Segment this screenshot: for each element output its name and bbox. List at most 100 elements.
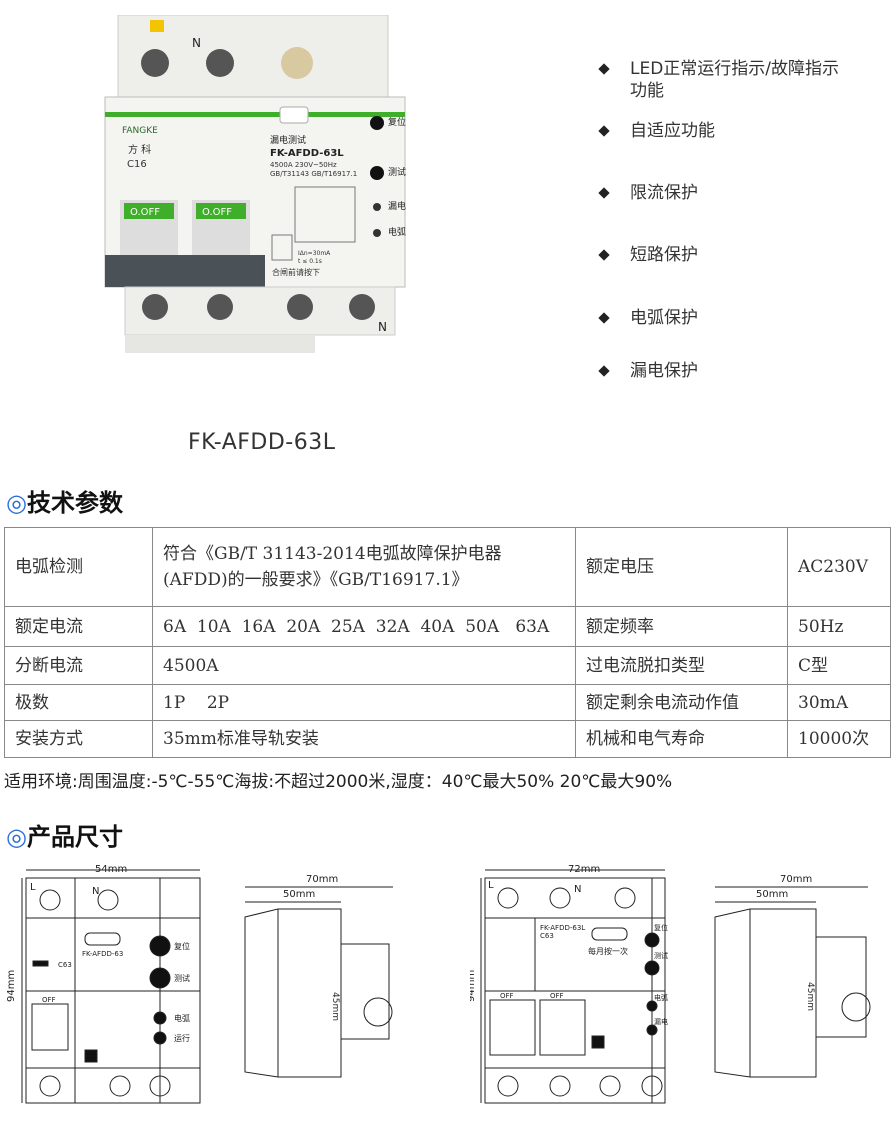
terminal-l: L [488, 880, 494, 891]
table-cell: 额定电流 [4, 606, 153, 647]
diamond-bullet-icon [598, 63, 610, 75]
dim-width: 54mm [95, 864, 127, 875]
terminal-n: N [574, 884, 581, 895]
table-cell: 30mA [787, 684, 891, 721]
table-cell: 分断电流 [4, 646, 153, 685]
table-cell: 机械和电气寿命 [575, 720, 788, 758]
table-row: 电弧检测符合《GB/T 31143-2014电弧故障保护电器(AFDD)的一般要… [4, 527, 891, 607]
brand-cn: 方 科 [128, 143, 151, 156]
device-spec-2: GB/T31143 GB/T16917.1 [270, 170, 357, 178]
feature-item: LED正常运行指示/故障指示功能 [598, 58, 840, 102]
dim-depth: 70mm [780, 874, 812, 885]
section-heading-dimensions: ◎产品尺寸 [6, 817, 123, 852]
arc-label: 电弧 [174, 1013, 190, 1023]
table-cell: 电弧检测 [4, 527, 153, 607]
dim-width: 72mm [568, 864, 600, 875]
feature-item: 限流保护 [598, 182, 698, 204]
dim-rail: 45mm [805, 982, 815, 1011]
terminal-n: N [92, 886, 99, 897]
ring-icon: ◎ [6, 489, 27, 517]
table-cell: 极数 [4, 684, 153, 721]
terminal-l: L [30, 882, 36, 893]
terminal-n-label: N [192, 36, 201, 50]
leak-led-label: 漏电 [388, 200, 406, 212]
diamond-bullet-icon [598, 125, 610, 137]
table-cell: 过电流脱扣类型 [575, 646, 788, 685]
section-title: 产品尺寸 [26, 823, 123, 851]
feature-text: 漏电保护 [630, 361, 698, 381]
feature-text: LED正常运行指示/故障指示功能 [630, 59, 840, 101]
device-spec-1: 4500A 230V~50Hz [270, 161, 337, 169]
product-caption: FK-AFDD-63L [188, 430, 336, 455]
brand-logo: FANGKE [122, 126, 158, 136]
table-cell: 35mm标准导轨安装 [152, 720, 576, 758]
off-label-1: OFF [500, 992, 514, 1000]
leak-label: 漏电 [654, 1017, 668, 1026]
reset-label: 复位 [174, 941, 190, 951]
diamond-bullet-icon [598, 249, 610, 261]
table-cell: 50Hz [787, 606, 891, 647]
test-label: 测试 [388, 166, 406, 178]
handle-off-label-2: O.OFF [202, 207, 232, 218]
section-heading-specs: ◎技术参数 [6, 483, 123, 518]
terminal-n-bottom-label: N [378, 320, 387, 334]
arc-led-label: 电弧 [388, 226, 406, 238]
feature-item: 自适应功能 [598, 120, 715, 142]
diamond-bullet-icon [598, 365, 610, 377]
dim-height: 94mm [6, 970, 17, 1002]
feature-text: 短路保护 [630, 245, 698, 265]
dim-body: 50mm [283, 889, 315, 900]
table-cell: C型 [787, 646, 891, 685]
off-label: OFF [42, 996, 56, 1004]
rating-label: C16 [127, 159, 147, 170]
reset-label: 复位 [388, 116, 406, 128]
rating-label: C63 [58, 961, 72, 969]
model-label: FK-AFDD-63L [540, 924, 585, 932]
feature-item: 短路保护 [598, 244, 698, 266]
side-view-drawing-2: 70mm 50mm 45mm [714, 874, 871, 1078]
reset-label: 复位 [654, 923, 668, 932]
table-cell: 1P 2P [152, 684, 576, 721]
table-cell: 4500A [152, 646, 576, 685]
model-label: FK-AFDD-63 [82, 950, 123, 958]
handle-off-label-1: O.OFF [130, 207, 160, 218]
table-cell: 额定频率 [575, 606, 788, 647]
spec-table: 电弧检测符合《GB/T 31143-2014电弧故障保护电器(AFDD)的一般要… [4, 527, 891, 758]
test-label: 测试 [654, 951, 668, 960]
table-cell: 10000次 [787, 720, 891, 758]
device-leak: IΔn=30mA [298, 250, 331, 257]
off-label-2: OFF [550, 992, 564, 1000]
front-view-drawing-2p: 72mm 94mm L N FK-AFDD-63L C63 每月按一次 复位 测… [470, 864, 668, 1104]
feature-text: 限流保护 [630, 183, 698, 203]
close-hint: 合闸前请按下 [272, 267, 320, 277]
feature-item: 漏电保护 [598, 360, 698, 382]
table-cell: 6A 10A 16A 20A 25A 32A 40A 50A 63A [152, 606, 576, 647]
table-cell: 额定电压 [575, 527, 788, 607]
dim-depth: 70mm [306, 874, 338, 885]
dim-height: 94mm [470, 970, 477, 1002]
feature-text: 自适应功能 [630, 121, 715, 141]
device-time: t ≤ 0.1s [298, 258, 322, 265]
ring-icon: ◎ [6, 823, 27, 851]
table-cell: 安装方式 [4, 720, 153, 758]
table-cell: 额定剩余电流动作值 [575, 684, 788, 721]
feature-item: 电弧保护 [598, 307, 698, 329]
arc-label: 电弧 [654, 993, 668, 1002]
feature-text: 电弧保护 [630, 308, 698, 328]
run-label: 运行 [174, 1033, 190, 1043]
product-photo: N FANGKE 方 科 C16 O.OFF O.OFF 漏电测试 FK-AFD… [104, 15, 406, 353]
front-view-drawing-1p: 54mm 94mm L N FK-AFDD-63 C63 复位 测试 电弧 运行… [6, 864, 201, 1104]
table-cell: AC230V [787, 527, 891, 607]
device-model: FK-AFDD-63L [270, 148, 344, 159]
device-name: 漏电测试 [270, 134, 306, 146]
table-cell: 符合《GB/T 31143-2014电弧故障保护电器(AFDD)的一般要求》《G… [152, 527, 576, 607]
section-title: 技术参数 [26, 489, 123, 517]
side-view-drawing-1: 70mm 50mm 45mm [244, 874, 393, 1078]
monthly-test-label: 每月按一次 [588, 946, 628, 956]
diamond-bullet-icon [598, 312, 610, 324]
dim-body: 50mm [756, 889, 788, 900]
environment-note: 适用环境:周围温度:-5℃-55℃海拔:不超过2000米,湿度：40℃最大50%… [4, 772, 673, 792]
